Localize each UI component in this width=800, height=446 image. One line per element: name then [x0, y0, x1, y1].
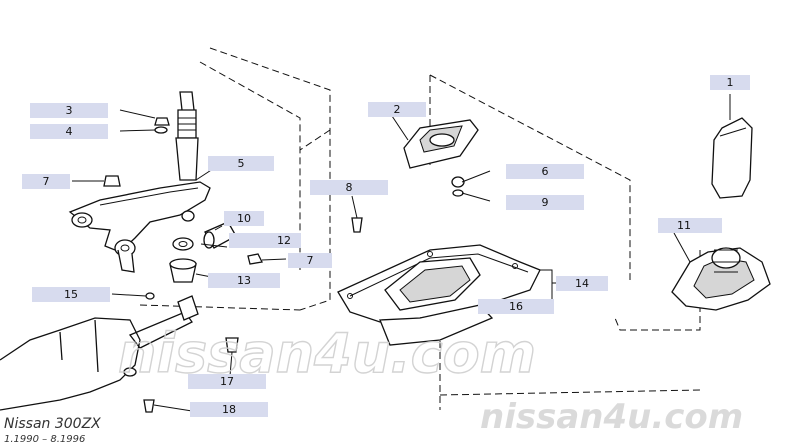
- callout-3-number: 3: [66, 104, 73, 117]
- caption-model: Nissan 300ZX: [4, 416, 101, 432]
- callout-4-number: 4: [66, 125, 73, 138]
- callout-15: 15: [32, 287, 110, 302]
- center-boot-assembly: [337, 117, 771, 346]
- callout-14-number: 14: [575, 277, 589, 290]
- callout-7-left-number: 7: [43, 175, 50, 188]
- callout-10: 10: [224, 211, 264, 226]
- callout-7-right-number: 7: [307, 254, 314, 267]
- callout-9-number: 9: [542, 196, 549, 209]
- callout-17: 17: [188, 374, 266, 389]
- callout-5: 5: [208, 156, 274, 171]
- callout-labels: 1 2 3 4 5 6 7 7: [22, 75, 750, 417]
- callout-12-number: 12: [277, 234, 291, 247]
- callout-9: 9: [506, 195, 584, 210]
- callout-8-number: 8: [346, 181, 353, 194]
- callout-18: 18: [190, 402, 268, 417]
- callout-17-number: 17: [220, 375, 234, 388]
- callout-7-left: 7: [22, 174, 70, 189]
- callout-10-number: 10: [237, 212, 251, 225]
- callout-14: 14: [556, 276, 608, 291]
- callout-11-number: 11: [677, 219, 691, 232]
- callout-4: 4: [30, 124, 108, 139]
- callout-16: 16: [478, 299, 554, 314]
- callout-6-number: 6: [542, 165, 549, 178]
- watermark-corner: nissan4u.com: [480, 397, 743, 437]
- watermark: nissan4u.com nissan4u.com: [117, 321, 743, 437]
- caption-date-range: 1.1990 – 8.1996: [4, 434, 85, 445]
- callout-13: 13: [208, 273, 280, 288]
- callout-8: 8: [310, 180, 388, 195]
- callout-1-number: 1: [727, 76, 734, 89]
- caption: Nissan 300ZX 1.1990 – 8.1996: [4, 416, 101, 445]
- shift-lever-assembly: [0, 91, 263, 413]
- callout-1: 1: [710, 75, 750, 90]
- callout-15-number: 15: [64, 288, 78, 301]
- callout-12: 12: [229, 233, 301, 248]
- callout-18-number: 18: [222, 403, 236, 416]
- callout-6: 6: [506, 164, 584, 179]
- callout-2: 2: [368, 102, 426, 117]
- callout-3: 3: [30, 103, 108, 118]
- callout-2-number: 2: [394, 103, 401, 116]
- watermark-large: nissan4u.com: [118, 322, 536, 385]
- callout-7-right: 7: [288, 253, 332, 268]
- callout-13-number: 13: [237, 274, 251, 287]
- callout-11: 11: [658, 218, 722, 233]
- callout-16-number: 16: [509, 300, 523, 313]
- callout-5-number: 5: [238, 157, 245, 170]
